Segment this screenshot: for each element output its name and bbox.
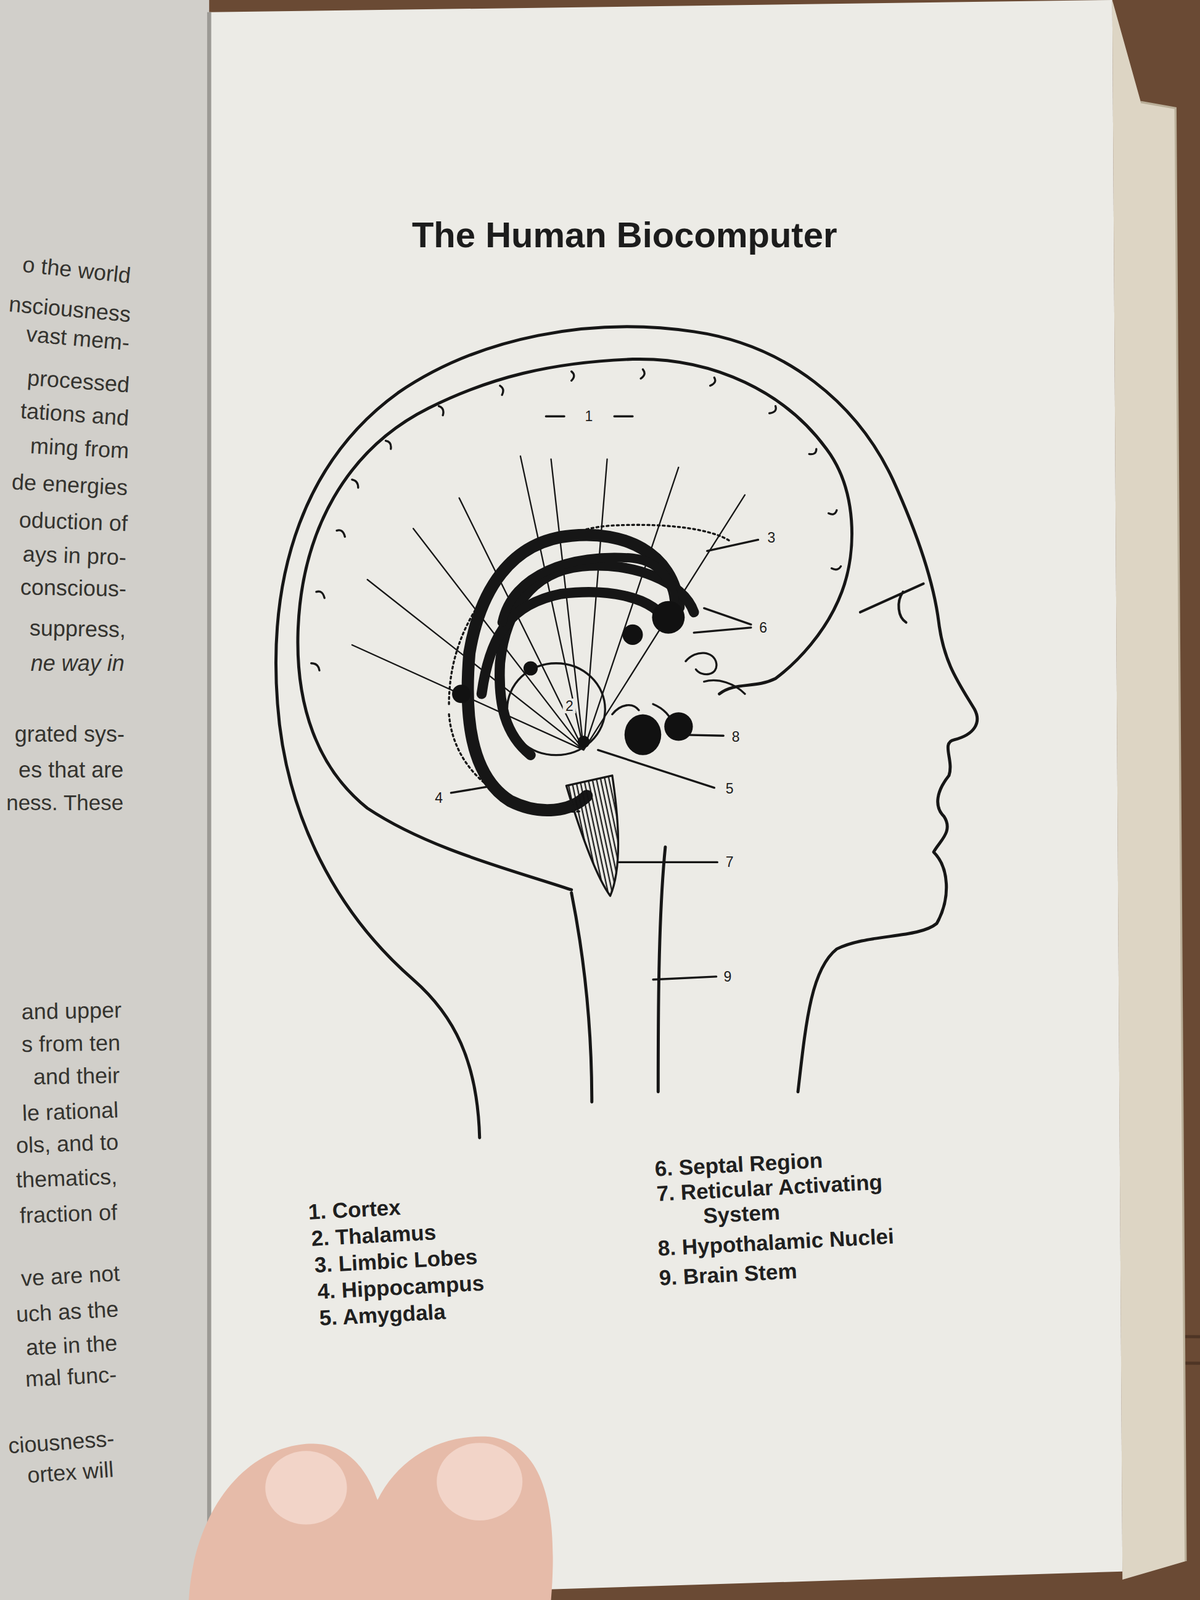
callout-number: 4 — [432, 790, 446, 806]
septal-knob — [622, 624, 643, 646]
callout-number: 9 — [720, 969, 734, 985]
page-text-fragment: oduction of — [18, 506, 128, 537]
page-text-fragment: mal func- — [24, 1361, 118, 1392]
septal-knob — [651, 601, 685, 634]
thumb — [188, 1436, 553, 1600]
page-text-fragment: uch as the — [15, 1296, 120, 1328]
page-text-fragment: ate in the — [25, 1330, 118, 1361]
reticular-system — [566, 775, 618, 896]
page-stack — [1112, 0, 1186, 1580]
page-text-fragment: ols, and to — [15, 1129, 119, 1159]
head-outline — [276, 326, 978, 1138]
page-text-fragment: es that are — [18, 757, 124, 784]
filled-nuclei — [452, 601, 694, 756]
callout-number: 1 — [582, 408, 596, 424]
callout-number: 8 — [729, 729, 743, 745]
gutter-shadow — [207, 12, 212, 1600]
page-text-fragment: processed — [26, 365, 131, 398]
page-text-fragment: ne way in — [30, 650, 125, 676]
page-text-fragment: de energies — [11, 468, 129, 501]
callout-number: 5 — [723, 781, 737, 797]
page-text-fragment: o the world — [20, 251, 132, 289]
amygdala-dot — [577, 735, 591, 748]
thalamus — [506, 663, 605, 756]
page-text-fragment: ays in pro- — [22, 540, 127, 570]
hypothalamic-nucleus — [624, 714, 662, 755]
left-page — [0, 0, 210, 1600]
page-text-fragment: ciousness- — [7, 1426, 116, 1459]
page-text-fragment: ortex will — [26, 1456, 115, 1488]
legend-item: 9. Brain Stem — [658, 1259, 798, 1292]
legend-item: 5. Amygdala — [318, 1299, 447, 1331]
leader-lines — [450, 416, 758, 980]
page-text-fragment: s from ten — [21, 1029, 121, 1057]
brain-illustration — [276, 326, 978, 1138]
legend-item: 1. Cortex — [307, 1195, 402, 1225]
page-text-fragment: ve are not — [20, 1260, 121, 1292]
page-text-fragment: tations and — [19, 398, 130, 432]
callout-number: 2 — [563, 698, 576, 714]
page-text-fragment: fraction of — [19, 1199, 118, 1229]
page-title: The Human Biocomputer — [411, 213, 838, 256]
callout-number: 3 — [765, 530, 779, 546]
page-text-fragment: ness. These — [6, 790, 124, 816]
limbic-band — [501, 557, 675, 623]
limbic-knob — [452, 684, 471, 703]
page-text-fragment: suppress, — [28, 615, 126, 643]
right-page — [209, 0, 1123, 1600]
page-text-fragment: conscious- — [20, 574, 128, 602]
page-text-fragment: grated sys- — [14, 722, 125, 748]
spinal-lines — [571, 847, 666, 1103]
eye — [860, 583, 924, 623]
page-text-fragment: and their — [32, 1062, 120, 1090]
page-text-fragment: nsciousness — [8, 291, 132, 327]
fingernail — [265, 1450, 347, 1525]
page-text-fragment: ming from — [29, 432, 130, 464]
page-edge — [1140, 101, 1186, 1562]
hypothalamic-nucleus — [664, 712, 693, 741]
gyrus-marks — [311, 369, 842, 671]
page-text-fragment: vast mem- — [25, 321, 131, 356]
fingernail — [436, 1442, 523, 1521]
legend-item: 8. Hypothalamic Nuclei — [657, 1224, 895, 1262]
callout-number: 7 — [723, 854, 737, 870]
page-text-fragment: le rational — [21, 1097, 119, 1127]
legend-item: 2. Thalamus — [310, 1219, 437, 1252]
limbic-knob — [523, 661, 538, 676]
callout-number: 6 — [756, 620, 770, 636]
page-text-fragment: and upper — [20, 997, 122, 1025]
page-text-fragment: thematics, — [16, 1163, 118, 1193]
